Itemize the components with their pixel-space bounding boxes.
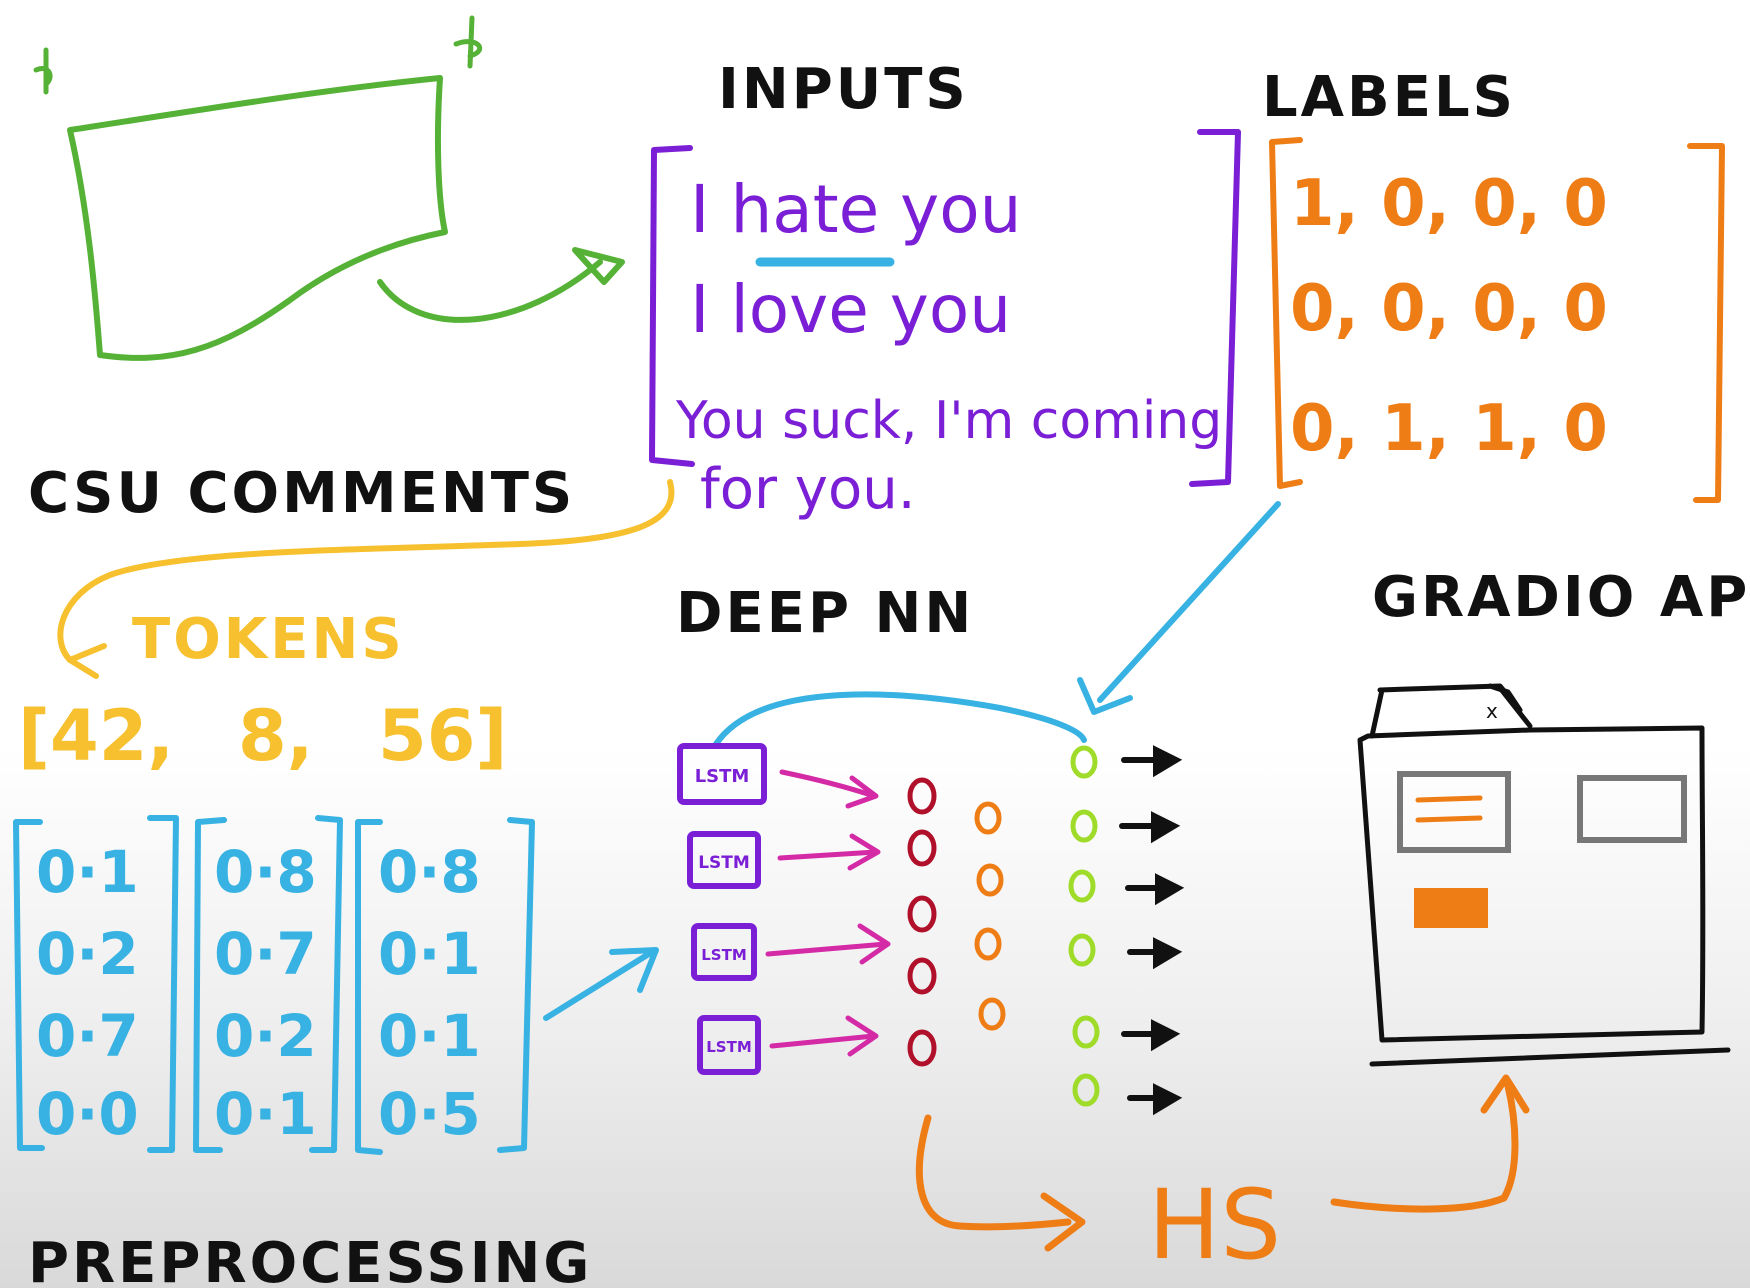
emb-3-row-1: 0·8 xyxy=(378,838,481,906)
lstm-feedback-loop xyxy=(713,691,1087,747)
emb-3-row-4: 0·5 xyxy=(378,1080,481,1148)
close-icon: x xyxy=(1486,699,1498,723)
emb-3-row-3: 0·1 xyxy=(378,1002,481,1070)
csv-comments-heading: CSU COMMENTS xyxy=(28,461,575,526)
emb-1-row-3: 0·7 xyxy=(36,1002,139,1070)
labels-heading: LABELS xyxy=(1262,65,1516,130)
output-arrows xyxy=(1119,745,1185,1116)
emb-1-row-4: 0·0 xyxy=(36,1080,139,1148)
lstm-cell: LSTM xyxy=(697,1015,761,1075)
label-row-1: 1, 0, 0, 0 xyxy=(1290,167,1608,241)
emb-2-row-2: 0·7 xyxy=(214,920,317,988)
label-row-3: 0, 1, 1, 0 xyxy=(1290,392,1608,466)
tokens-list: [42, 8, 56] xyxy=(18,695,507,777)
inputs-to-tokens-arrow xyxy=(57,479,675,679)
token-3: 56] xyxy=(378,695,507,777)
gradio-app-heading: GRADIO APP xyxy=(1372,565,1750,630)
lstm-label: LSTM xyxy=(695,766,750,787)
lstm-label: LSTM xyxy=(698,853,750,873)
emb-2-row-3: 0·2 xyxy=(214,1002,317,1070)
gradio-app-window: x xyxy=(1357,683,1731,1067)
input-line-1: I hate you xyxy=(690,171,1021,248)
inputs-heading: INPUTS xyxy=(718,57,969,122)
emb-1-row-1: 0·1 xyxy=(36,838,139,906)
lstm-cells: LSTM LSTM LSTM LSTM xyxy=(677,743,767,1075)
preprocessing-heading: PREPROCESSING xyxy=(28,1231,592,1288)
output-neurons xyxy=(1068,745,1100,1107)
emb-2-row-4: 0·1 xyxy=(214,1080,317,1148)
labels-to-output-arrow xyxy=(1077,501,1281,715)
label-row-2: 0, 0, 0, 0 xyxy=(1290,272,1608,346)
lstm-label: LSTM xyxy=(706,1038,752,1056)
deep-nn-heading: DEEP NN xyxy=(676,581,974,646)
input-line-2: I love you xyxy=(690,271,1011,348)
input-line-3: You suck, I'm coming xyxy=(675,391,1222,451)
app-input-box xyxy=(1397,771,1511,853)
emb-2-row-1: 0·8 xyxy=(214,838,317,906)
csv-sheet-drawing xyxy=(33,15,483,361)
app-input-text xyxy=(1415,795,1483,823)
lstm-label: LSTM xyxy=(701,946,747,964)
neuron-layer-1 xyxy=(907,777,937,1067)
neuron-layer-2 xyxy=(974,801,1006,1031)
hs-to-app-arrow xyxy=(1330,1074,1530,1213)
nn-to-hs-arrow xyxy=(915,1114,1086,1252)
lstm-to-layer-arrows xyxy=(765,769,891,1057)
input-line-4: for you. xyxy=(700,457,916,522)
lstm-cell: LSTM xyxy=(687,831,761,889)
app-output-box xyxy=(1577,775,1687,843)
app-submit-button xyxy=(1414,888,1488,928)
emb-3-row-2: 0·1 xyxy=(378,920,481,988)
emb-1-row-2: 0·2 xyxy=(36,920,139,988)
hs-label: HS xyxy=(1148,1169,1281,1281)
tokens-heading: TOKENS xyxy=(132,607,405,672)
csv-to-inputs-arrow xyxy=(377,247,625,323)
token-1: [42, xyxy=(18,695,174,777)
lstm-cell: LSTM xyxy=(691,923,757,981)
labels-matrix: 1, 0, 0, 0 0, 0, 0, 0 0, 1, 1, 0 xyxy=(1269,137,1725,503)
embedding-matrices: 0·1 0·2 0·7 0·0 0·8 0·7 0·2 0·1 0·8 0·1 … xyxy=(13,815,535,1155)
inputs-matrix: I hate you I love you You suck, I'm comi… xyxy=(649,129,1241,522)
token-2: 8, xyxy=(238,695,313,777)
embeddings-to-nn-arrow xyxy=(543,947,659,1021)
lstm-cell: LSTM xyxy=(677,743,767,805)
